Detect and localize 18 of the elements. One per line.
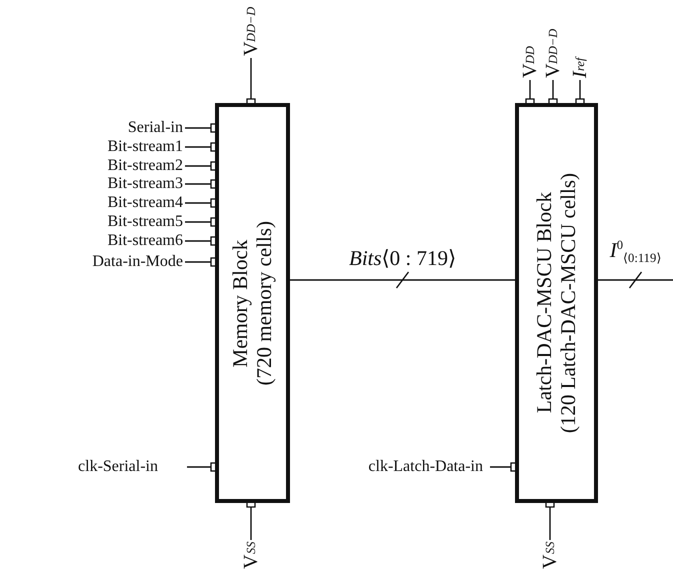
block-subtitle: (720 memory cells) xyxy=(252,220,277,386)
pin-label: Bit-stream1 xyxy=(20,137,183,156)
bus-wire xyxy=(598,279,673,281)
block-subtitle: (120 Latch-DAC-MSCU cells) xyxy=(556,172,581,434)
pin-label: Bit-stream3 xyxy=(20,174,183,193)
pin-label: clk-Latch-Data-in xyxy=(300,457,483,477)
pin-label: Data-in-Mode xyxy=(20,252,183,271)
pin-label: Bit-stream2 xyxy=(20,156,183,175)
pin-label: Bit-stream5 xyxy=(20,212,183,231)
bus-wire xyxy=(290,279,515,281)
pin-label: clk-Serial-in xyxy=(8,457,158,477)
circuit-block xyxy=(515,103,598,503)
circuit-block xyxy=(215,103,290,503)
pin-label: Bit-stream4 xyxy=(20,193,183,212)
block-title: Latch-DAC-MSCU Block xyxy=(532,191,556,416)
pin-label: Bit-stream6 xyxy=(20,231,183,250)
pin-label: Serial-in xyxy=(20,118,183,137)
block-title: Memory Block xyxy=(228,238,252,369)
